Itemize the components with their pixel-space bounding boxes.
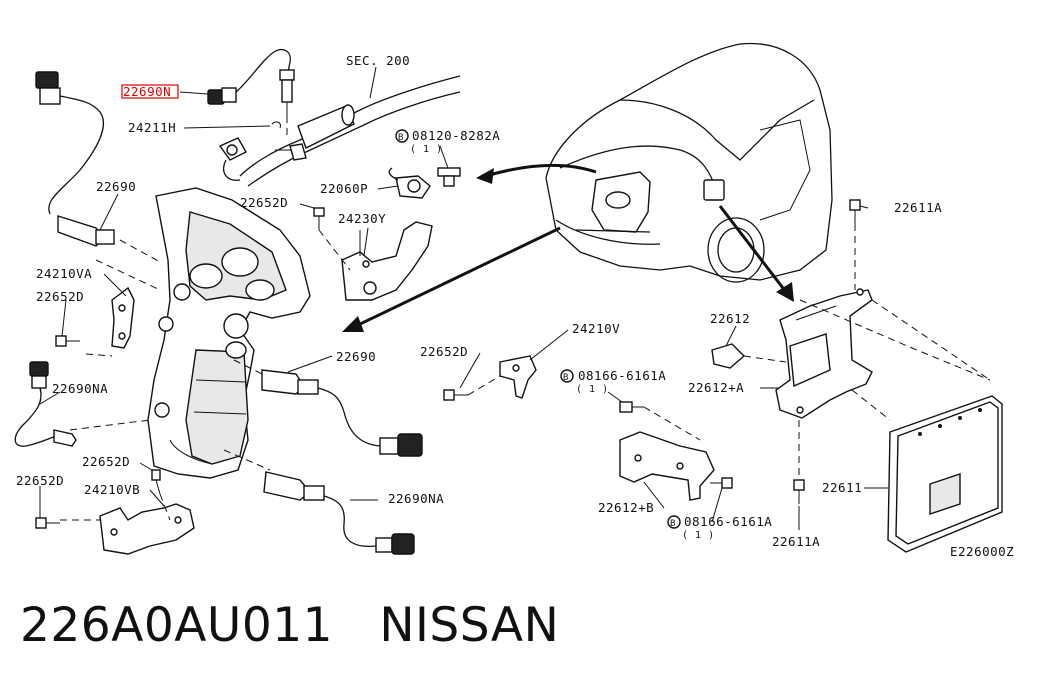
caption-part-number: 226A0AU011 — [20, 598, 334, 653]
circle-b-label-3: B — [670, 519, 676, 529]
exhaust-manifold — [147, 187, 311, 479]
bolt-marker-b1: B — [395, 129, 409, 143]
label-22690-mid: 22690 — [336, 349, 376, 364]
bracket-22612b — [619, 401, 733, 501]
label-08120-8282a: 08120-8282A — [412, 128, 500, 143]
label-qty-1: ( 1 ) — [410, 144, 443, 155]
label-22652d-c: 22652D — [420, 344, 468, 359]
label-qty-3: ( 1 ) — [682, 530, 715, 541]
label-24210vb: 24210VB — [84, 482, 140, 497]
circle-b-label-1: B — [398, 133, 404, 143]
bracket-24230y — [313, 207, 433, 301]
label-22611a-bottom: 22611A — [772, 534, 820, 549]
label-22690na-a: 22690NA — [52, 381, 108, 396]
label-24230y: 24230Y — [338, 211, 386, 226]
bracket-24210v — [443, 355, 537, 401]
label-22611a-top: 22611A — [894, 200, 942, 215]
circle-b-label-2: B — [563, 373, 569, 383]
oxygen-sensor-lower — [263, 471, 415, 555]
label-24210v: 24210V — [572, 321, 620, 336]
label-08166-6161a-2: 08166-6161A — [684, 514, 772, 529]
vehicle-outline — [545, 42, 833, 283]
label-22652d-b: 22652D — [36, 289, 84, 304]
label-22060p: 22060P — [320, 181, 368, 196]
label-22690-top: 22690 — [96, 179, 136, 194]
caption-brand: NISSAN — [379, 598, 560, 653]
oxygen-sensor-rear — [35, 71, 115, 247]
label-qty-2: ( 1 ) — [576, 384, 609, 395]
label-24210va: 24210VA — [36, 266, 92, 281]
label-22612: 22612 — [710, 311, 750, 326]
ecm-unit — [887, 395, 1003, 553]
exhaust-pipe — [218, 75, 461, 187]
label-22652d-e: 22652D — [16, 473, 64, 488]
bolt-marker-b3: B — [667, 515, 681, 529]
label-22690n: 22690N — [123, 84, 171, 99]
ecm-bracket — [711, 199, 873, 504]
knock-sensor — [388, 167, 461, 199]
label-sec200: SEC. 200 — [346, 53, 410, 68]
bolt-marker-b2: B — [560, 369, 574, 383]
bracket-24210vb — [35, 469, 195, 555]
label-22612a: 22612+A — [688, 380, 744, 395]
oxygen-sensor-front — [261, 369, 423, 457]
label-22611: 22611 — [822, 480, 862, 495]
label-22652d-a: 22652D — [240, 195, 288, 210]
label-22612b: 22612+B — [598, 500, 654, 515]
dashed-guides — [60, 116, 991, 521]
leader-lines — [39, 66, 888, 530]
callout-arrows — [342, 163, 794, 332]
label-24211h: 24211H — [128, 120, 176, 135]
parts-diagram: B B B 22690N SEC. 200 24211H 08120-8282A… — [14, 42, 1014, 559]
highlight-box-22690n — [121, 84, 179, 99]
label-22652d-d: 22652D — [82, 454, 130, 469]
part-caption: 226A0AU011 NISSAN — [20, 598, 559, 653]
label-22690na-b: 22690NA — [388, 491, 444, 506]
oxygen-sensor-left — [14, 361, 77, 447]
label-08166-6161a-1: 08166-6161A — [578, 368, 666, 383]
sensor-connector-22690n — [207, 48, 295, 116]
bracket-24210va — [55, 286, 135, 349]
label-reference-code: E226000Z — [950, 544, 1014, 559]
